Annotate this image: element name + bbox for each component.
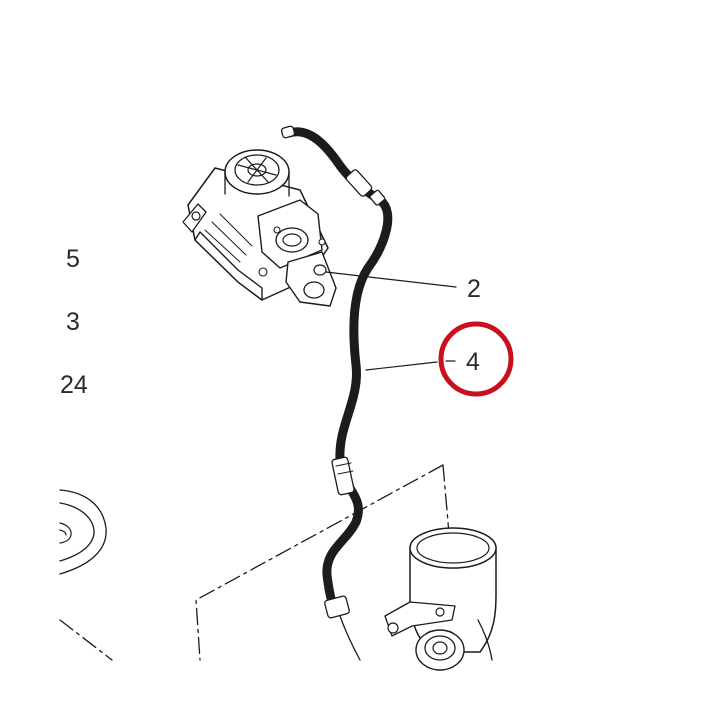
side-ref-3: 3 [66, 308, 80, 336]
actuator-motor [182, 149, 337, 307]
sensor-cable [280, 125, 393, 661]
callout-4-label: 4 [466, 348, 480, 376]
callout-2-label: 2 [467, 275, 481, 303]
callout-2-leader [325, 271, 457, 288]
side-ref-24: 24 [60, 371, 88, 399]
callout-4-highlight-ring [438, 321, 514, 397]
callout-4-leader [365, 361, 438, 371]
pipe-assembly [384, 527, 497, 671]
side-ref-5: 5 [66, 245, 80, 273]
left-partial-component [59, 489, 107, 575]
